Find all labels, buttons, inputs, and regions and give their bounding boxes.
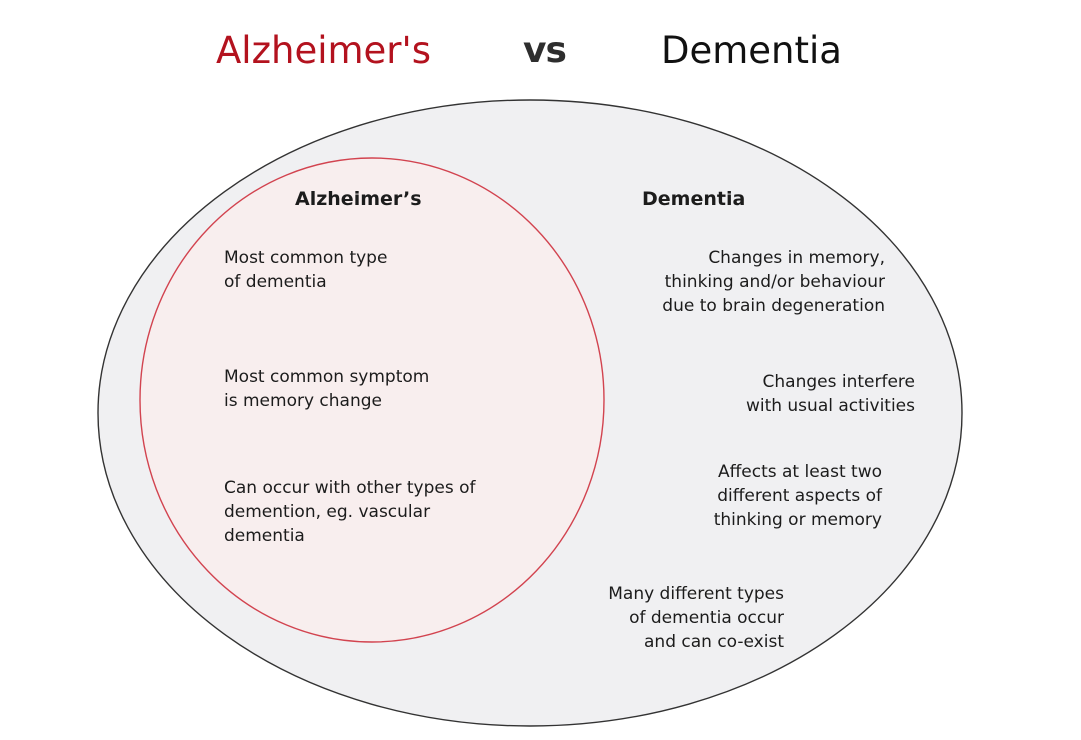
dementia-item-3: Affects at least two different aspects o… (713, 462, 882, 530)
dementia-item-1: Changes in memory, thinking and/or behav… (662, 248, 885, 316)
dementia-item-2: Changes interfere with usual activities (745, 372, 915, 416)
alzheimers-item-1: Most common type of dementia (224, 248, 388, 292)
dementia-item-4: Many different types of dementia occur a… (608, 584, 784, 652)
title-alzheimers: Alzheimer's (216, 29, 431, 72)
alzheimers-item-2: Most common symptom is memory change (224, 367, 430, 411)
title-dementia: Dementia (661, 29, 842, 72)
alzheimers-heading: Alzheimer’s (295, 188, 422, 210)
dementia-heading: Dementia (642, 188, 746, 210)
alzheimers-inner-circle (139, 157, 605, 643)
alzheimers-item-3: Can occur with other types of demention,… (224, 478, 476, 546)
title-vs: vs (523, 30, 567, 71)
